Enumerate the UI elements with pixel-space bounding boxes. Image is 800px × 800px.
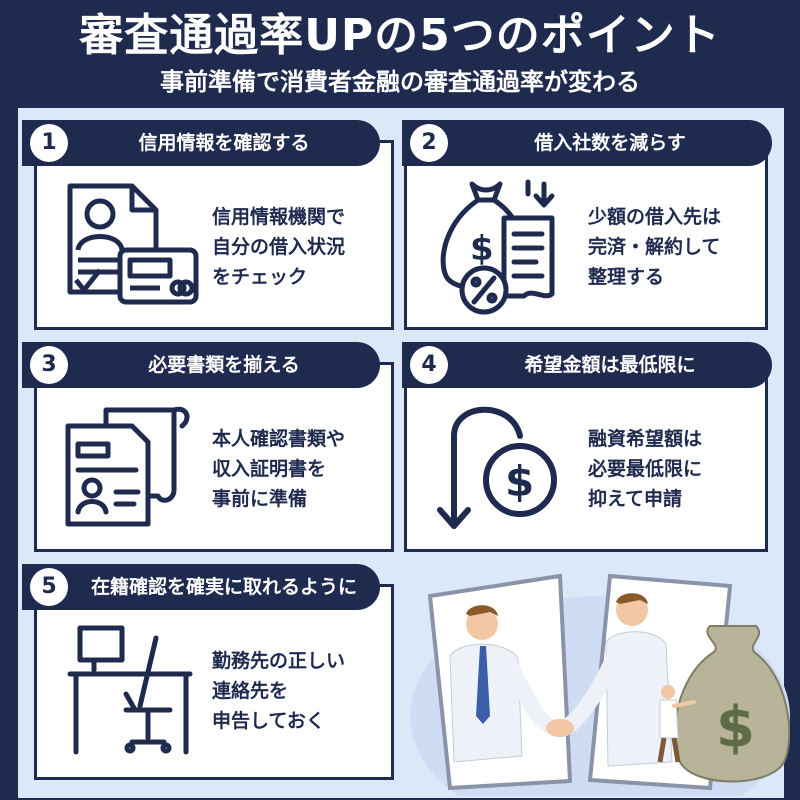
point-badge-1: 1 信用情報を確認する <box>22 120 380 166</box>
handshake-illustration: $ <box>410 573 790 796</box>
svg-text:$: $ <box>716 695 755 760</box>
point-description: 勤務先の正しい 連絡先を 申告しておく <box>212 650 346 732</box>
point-badge-5: 5 在籍確認を確実に取れるように <box>22 564 380 610</box>
svg-text:$: $ <box>505 457 534 506</box>
point-description: 融資希望額は 必要最低限に 抑えて申請 <box>588 428 703 510</box>
point-description: 信用情報機関で 自分の借入状況 をチェック <box>212 206 346 288</box>
point-badge-2: 2 借入社数を減らす <box>402 120 772 166</box>
office-desk-chair-icon <box>67 625 193 755</box>
point-badge-3: 3 必要書類を揃える <box>22 342 380 388</box>
point-card-5 <box>34 584 394 780</box>
page-subtitle: 事前準備で消費者金融の審査通過率が変わる <box>160 68 640 96</box>
credit-report-icon <box>67 183 199 305</box>
point-label: 必要書類を揃える <box>148 354 300 376</box>
point-card-4 <box>404 362 768 552</box>
point-label: 希望金額は最低限に <box>524 354 696 376</box>
point-number: 4 <box>410 346 448 384</box>
point-label: 借入社数を減らす <box>534 132 686 154</box>
documents-icon: $ <box>65 406 190 527</box>
dollar-down-arrow-icon: $ <box>437 406 557 529</box>
point-label: 在籍確認を確実に取れるように <box>90 576 357 598</box>
point-number: 1 <box>30 124 68 162</box>
page-title: 審査通過率UPの5つのポイント <box>79 10 721 61</box>
point-label: 信用情報を確認する <box>138 132 310 154</box>
point-number: 5 <box>30 568 68 606</box>
money-bag-invoice-icon: $ <box>440 179 555 315</box>
point-description: 本人確認書類や 収入証明書を 事前に準備 <box>212 428 346 510</box>
svg-text:$: $ <box>470 229 494 269</box>
point-badge-4: 4 希望金額は最低限に <box>402 342 772 388</box>
point-number: 2 <box>410 124 448 162</box>
point-description: 少額の借入先は 完済・解約して 整理する <box>588 206 722 288</box>
point-number: 3 <box>30 346 68 384</box>
